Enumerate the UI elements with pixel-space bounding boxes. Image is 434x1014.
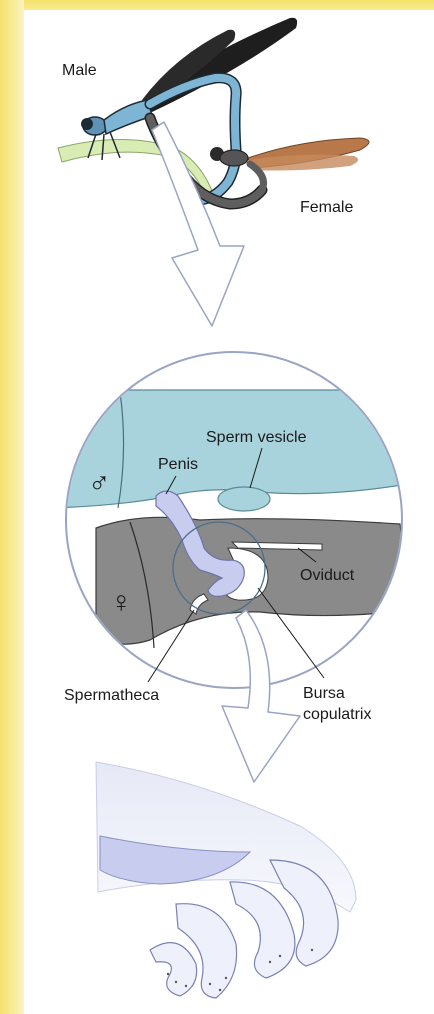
- female-symbol-icon: ♀: [110, 586, 133, 619]
- female-label: Female: [300, 199, 353, 216]
- male-label: Male: [62, 62, 97, 79]
- penis-detail-illustration: [96, 762, 356, 998]
- mating-dragonflies-illustration: [58, 18, 369, 204]
- cross-section-magnified-view: [50, 352, 420, 688]
- spermatheca-label: Spermatheca: [64, 687, 159, 704]
- male-symbol-icon: ♂: [88, 467, 111, 500]
- sperm-vesicle: [218, 487, 270, 511]
- sperm-vesicle-label: Sperm vesicle: [206, 429, 307, 446]
- oviduct-label: Oviduct: [300, 567, 355, 584]
- bursa-label-line2: copulatrix: [303, 706, 371, 723]
- penis-label: Penis: [158, 456, 198, 473]
- bursa-label-line1: Bursa: [303, 685, 345, 702]
